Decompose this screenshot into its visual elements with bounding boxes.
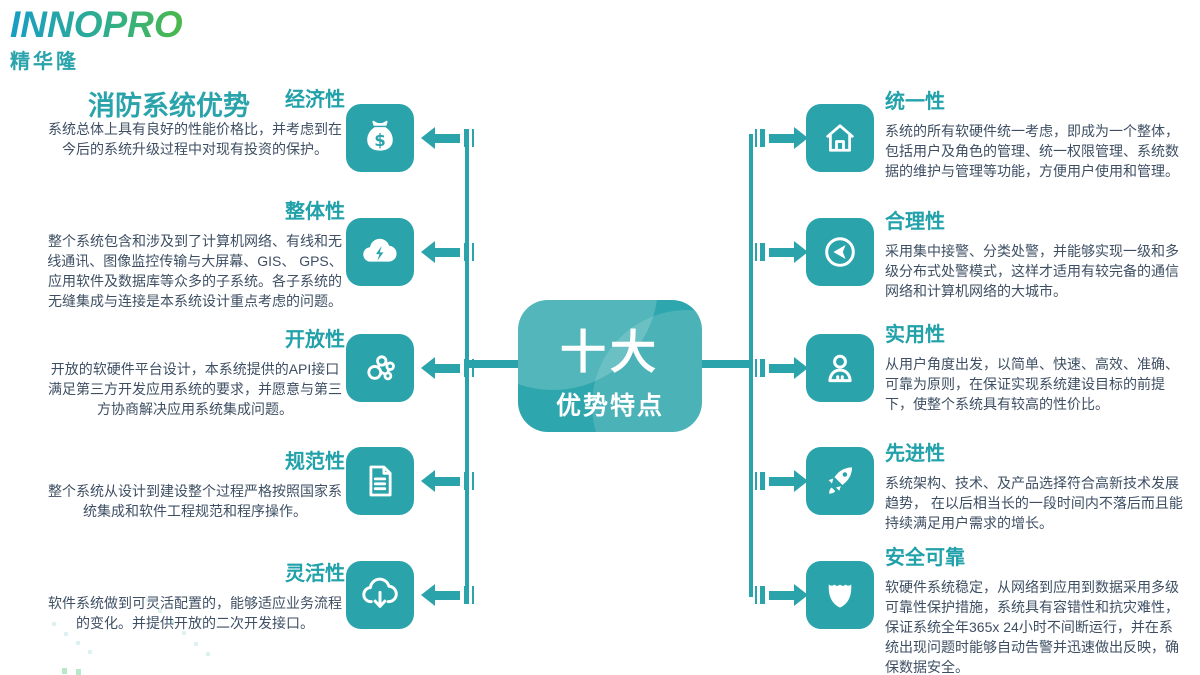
user-icon <box>806 334 874 402</box>
right-item-rationality: 合理性 采用集中接警、分类处警，并能够实现一级和多级分布式处警模式，这样才适用有… <box>885 210 1185 301</box>
item-desc: 整个系统从设计到建设整个过程严格按照国家系统集成和软件工程规范和程序操作。 <box>48 483 342 520</box>
logo-subbrand-text: 精华隆 <box>10 51 79 73</box>
left-item-integrity: 整体性 整个系统包含和涉及到了计算机网络、有线和无线通讯、图像监控传输与大屏幕、… <box>45 200 345 311</box>
center-title-main: 十大 <box>560 326 660 378</box>
right-item-advancement: 先进性 系统架构、技术、及产品选择符合高新技术发展趋势， 在以后相当长的一段时间… <box>885 442 1185 533</box>
arrow-right-2 <box>755 241 808 263</box>
arrow-left-5 <box>421 584 474 606</box>
item-desc: 从用户角度出发，以简单、快速、高效、准确、可靠为原则，在保证实现系统建设目标的前… <box>885 356 1179 413</box>
arrow-right-4 <box>755 470 808 492</box>
navigation-icon <box>806 218 874 286</box>
item-title: 开放性 <box>285 329 345 351</box>
item-title: 整体性 <box>285 201 345 223</box>
home-icon <box>806 104 874 172</box>
arrow-left-1 <box>421 127 474 149</box>
item-desc: 系统架构、技术、及产品选择符合高新技术发展趋势， 在以后相当长的一段时间内不落后… <box>885 475 1183 532</box>
item-title: 统一性 <box>885 91 945 113</box>
arrow-left-4 <box>421 470 474 492</box>
item-desc: 整个系统包含和涉及到了计算机网络、有线和无线通讯、图像监控传输与大屏幕、GIS、… <box>47 233 343 310</box>
center-left-stub <box>469 360 518 368</box>
item-title: 合理性 <box>885 211 945 233</box>
right-item-unity: 统一性 系统的所有软硬件统一考虑，即成为一个整体，包括用户及角色的管理、统一权限… <box>885 90 1185 181</box>
left-item-standard: 规范性 整个系统从设计到建设整个过程严格按照国家系统集成和软件工程规范和程序操作… <box>45 450 345 521</box>
item-title: 规范性 <box>285 451 345 473</box>
item-desc: 系统的所有软硬件统一考虑，即成为一个整体，包括用户及角色的管理、统一权限管理、系… <box>885 123 1179 180</box>
logo: INNOPRO 精华隆 <box>10 6 183 74</box>
molecule-icon <box>346 334 414 402</box>
item-desc: 软硬件系统稳定，从网络到应用到数据采用多级可靠性保护措施，系统具有容错性和抗灾难… <box>885 579 1179 675</box>
page-title: 消防系统优势 <box>88 91 250 121</box>
item-desc: 开放的软硬件平台设计，本系统提供的API接口满足第三方开发应用系统的要求，并愿意… <box>48 361 342 418</box>
item-title: 先进性 <box>885 443 945 465</box>
arrow-left-2 <box>421 241 474 263</box>
arrow-right-3 <box>755 357 808 379</box>
item-desc: 系统总体上具有良好的性能价格比，并考虑到在今后的系统升级过程中对现有投资的保护。 <box>48 121 342 158</box>
logo-brand-text: INNOPRO <box>10 4 183 45</box>
left-item-economy: 经济性 系统总体上具有良好的性能价格比，并考虑到在今后的系统升级过程中对现有投资… <box>45 88 345 159</box>
right-item-practicality: 实用性 从用户角度出发，以简单、快速、高效、准确、可靠为原则，在保证实现系统建设… <box>885 323 1185 414</box>
right-connector-line <box>749 134 753 597</box>
svg-text:$: $ <box>374 131 386 150</box>
item-title: 安全可靠 <box>885 547 965 569</box>
item-title: 实用性 <box>885 324 945 346</box>
arrow-left-3 <box>421 357 474 379</box>
right-item-safety: 安全可靠 软硬件系统稳定，从网络到应用到数据采用多级可靠性保护措施，系统具有容错… <box>885 546 1185 675</box>
center-title-sub: 优势特点 <box>555 392 664 420</box>
money-bag-icon: $ <box>346 104 414 172</box>
item-title: 经济性 <box>285 89 345 111</box>
document-icon <box>346 447 414 515</box>
cloud-lightning-icon <box>346 218 414 286</box>
item-title: 灵活性 <box>285 563 345 585</box>
item-desc: 软件系统做到可灵活配置的，能够适应业务流程的变化。并提供开放的二次开发接口。 <box>48 595 342 632</box>
left-item-flexibility: 灵活性 软件系统做到可灵活配置的，能够适应业务流程的变化。并提供开放的二次开发接… <box>45 562 345 633</box>
left-item-openness: 开放性 开放的软硬件平台设计，本系统提供的API接口满足第三方开发应用系统的要求… <box>45 328 345 419</box>
rocket-icon <box>806 447 874 515</box>
shield-icon <box>806 561 874 629</box>
arrow-right-1 <box>755 127 808 149</box>
cloud-download-icon <box>346 561 414 629</box>
arrow-right-5 <box>755 584 808 606</box>
center-right-stub <box>702 360 751 368</box>
item-desc: 采用集中接警、分类处警，并能够实现一级和多级分布式处警模式，这样才适用有较完备的… <box>885 243 1179 300</box>
center-title-box: 十大 优势特点 <box>518 300 702 432</box>
